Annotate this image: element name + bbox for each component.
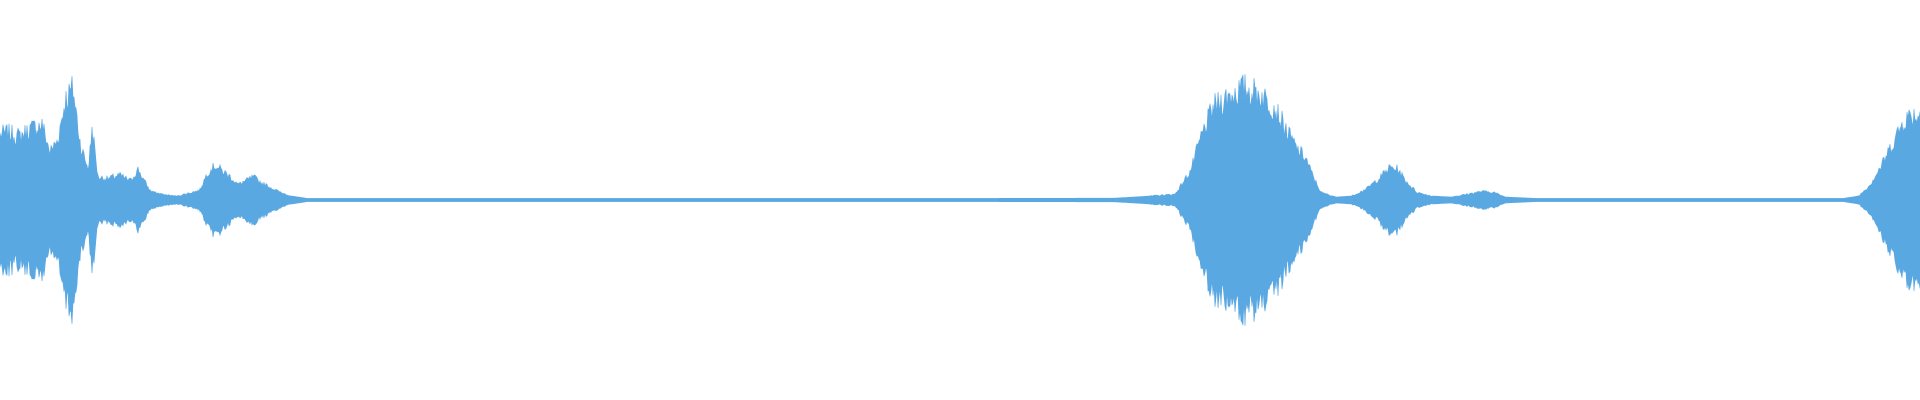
waveform-upper-path	[0, 74, 1920, 201]
waveform-lower-path	[0, 199, 1920, 326]
